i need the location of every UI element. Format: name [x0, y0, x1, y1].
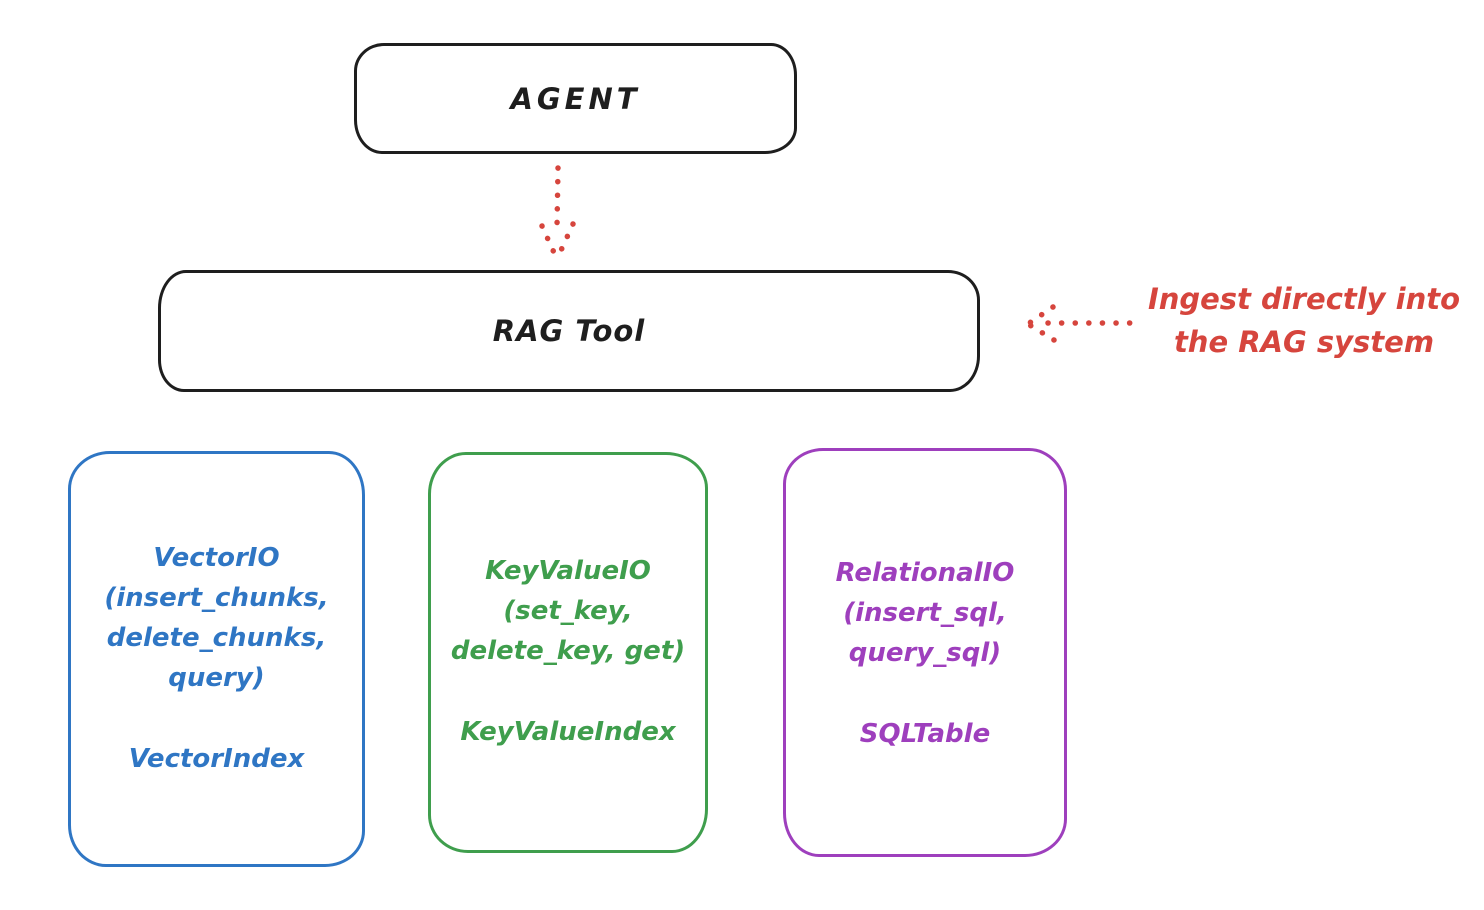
ingest-arrow-icon — [1025, 304, 1133, 343]
rag-tool-node: RAG Tool — [158, 270, 980, 392]
keyvalue-index-label: KeyValueIndex — [460, 717, 676, 747]
rag-tool-label: RAG Tool — [492, 314, 646, 348]
keyvalue-io-node: KeyValueIO (set_key, delete_key, get) Ke… — [428, 452, 708, 853]
agent-node: AGENT — [354, 43, 797, 154]
io-line: (insert_chunks, — [104, 583, 329, 613]
io-line: (set_key, — [503, 596, 633, 626]
keyvalue-io-label: KeyValueIO (set_key, delete_key, get) — [431, 551, 705, 671]
io-line: delete_key, get) — [450, 636, 686, 666]
agent-label: AGENT — [510, 81, 641, 116]
vector-index-label: VectorIndex — [128, 744, 305, 774]
io-line: (insert_sql, — [843, 598, 1007, 628]
relational-io-node: RelationalIO (insert_sql, query_sql) SQL… — [783, 448, 1067, 857]
io-line: query) — [168, 663, 265, 693]
ingest-annotation-line2: the RAG system — [1173, 325, 1435, 359]
io-line: query_sql) — [848, 638, 1002, 668]
vector-io-node: VectorIO (insert_chunks, delete_chunks, … — [68, 451, 365, 867]
io-line: RelationalIO — [835, 558, 1015, 588]
relational-io-label: RelationalIO (insert_sql, query_sql) — [786, 553, 1064, 673]
ingest-annotation-line1: Ingest directly into — [1147, 282, 1461, 316]
agent-to-ragtool-arrow-icon — [539, 165, 576, 260]
io-line: delete_chunks, — [106, 623, 327, 653]
vector-io-label: VectorIO (insert_chunks, delete_chunks, … — [71, 538, 362, 698]
io-line: VectorIO — [153, 543, 280, 573]
sql-table-label: SQLTable — [859, 719, 991, 749]
io-line: KeyValueIO — [485, 556, 651, 586]
ingest-annotation: Ingest directly into the RAG system — [1136, 278, 1472, 364]
